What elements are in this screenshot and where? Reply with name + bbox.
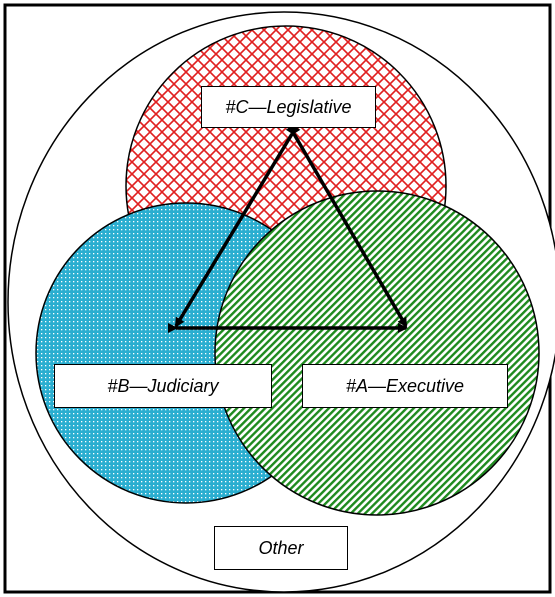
legislative-label: #C—Legislative (201, 86, 376, 128)
judiciary-label: #B—Judiciary (54, 364, 272, 408)
arrow-legislative-judiciary (174, 124, 301, 328)
arrow-legislative-executive (285, 124, 408, 328)
executive-label: #A—Executive (302, 364, 508, 408)
executive-circle (214, 190, 540, 516)
other-label: Other (214, 526, 348, 570)
